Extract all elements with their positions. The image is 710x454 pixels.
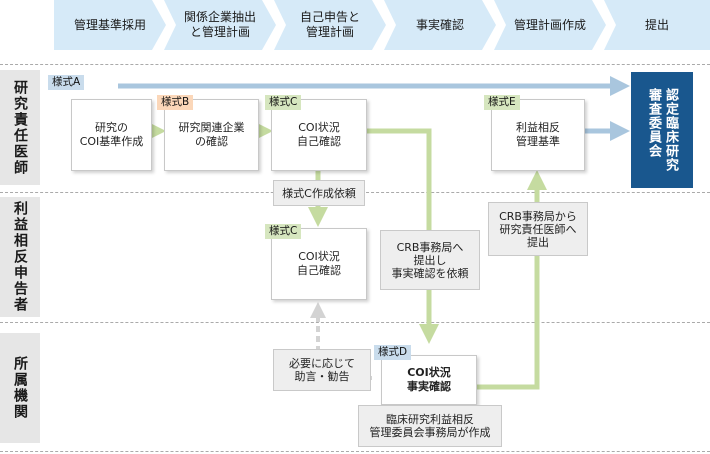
lane-institution-label: 所属機関 — [12, 356, 28, 420]
review-committee-box: 認定臨床研究 審査委員会 — [631, 72, 693, 188]
form-d-tag: 様式D — [374, 345, 412, 360]
coi-standard-text: 研究の COI基準作成 — [79, 121, 144, 148]
lane-researcher-label: 研究責任医師 — [12, 79, 28, 176]
crb-submit-text: CRB事務局へ 提出し 事実確認を依頼 — [391, 240, 469, 280]
step-5-label: 管理計画作成 — [513, 17, 586, 32]
step-3: 自己申告と 管理計画 — [274, 0, 386, 50]
step-4: 事実確認 — [384, 0, 496, 50]
coi-standard-box: 研究の COI基準作成 — [71, 99, 152, 171]
crb-submit-note: CRB事務局へ 提出し 事実確認を依頼 — [380, 230, 480, 290]
process-steps: 管理基準採用 関係企業抽出 と管理計画 自己申告と 管理計画 事実確認 管理計画… — [54, 0, 710, 50]
made-by-text: 臨床研究利益相反 管理委員会事務局が作成 — [369, 413, 491, 439]
form-c-tag-declarant: 様式C — [265, 224, 302, 239]
form-b-tag: 様式B — [157, 95, 194, 110]
review-committee-label: 認定臨床研究 審査委員会 — [646, 88, 678, 172]
crb-return-note: CRB事務局から 研究責任医師へ 提出 — [488, 202, 588, 256]
step-3-label: 自己申告と 管理計画 — [299, 10, 360, 39]
self-check-box-declarant: COI状況 自己確認 — [271, 228, 367, 300]
step-1: 管理基準採用 — [54, 0, 166, 50]
form-c-request-note: 様式C作成依頼 — [273, 180, 365, 206]
lane-declarant-label: 利益相反申告者 — [12, 201, 28, 313]
step-6-label: 提出 — [644, 17, 669, 32]
fact-check-box: COI状況 事実確認 — [381, 355, 477, 405]
lane-researcher: 研究責任医師 — [0, 70, 40, 185]
management-standard-box: 利益相反 管理基準 — [491, 99, 585, 171]
company-check-text: 研究関連企業 の確認 — [178, 121, 245, 148]
step-4-label: 事実確認 — [415, 17, 464, 32]
lane-divider — [0, 64, 710, 65]
advice-text: 必要に応じて 助言・勧告 — [289, 357, 355, 383]
lane-declarant: 利益相反申告者 — [0, 197, 40, 317]
made-by-note: 臨床研究利益相反 管理委員会事務局が作成 — [358, 405, 502, 447]
fact-check-text: COI状況 事実確認 — [407, 366, 451, 393]
self-check-declarant-text: COI状況 自己確認 — [297, 250, 341, 277]
advice-note: 必要に応じて 助言・勧告 — [273, 349, 371, 391]
management-standard-text: 利益相反 管理基準 — [516, 121, 560, 148]
lane-divider — [0, 451, 710, 452]
self-check-text: COI状況 自己確認 — [297, 121, 341, 148]
step-2-label: 関係企業抽出 と管理計画 — [183, 10, 256, 39]
form-e-tag: 様式E — [484, 95, 520, 110]
step-1-label: 管理基準採用 — [73, 17, 146, 32]
step-6: 提出 — [604, 0, 710, 50]
crb-return-text: CRB事務局から 研究責任医師へ 提出 — [499, 209, 577, 249]
company-check-box: 研究関連企業 の確認 — [164, 99, 259, 171]
step-2: 関係企業抽出 と管理計画 — [164, 0, 276, 50]
lane-institution: 所属機関 — [0, 333, 40, 443]
self-check-box: COI状況 自己確認 — [271, 99, 367, 171]
form-c-tag: 様式C — [265, 95, 302, 110]
step-5: 管理計画作成 — [494, 0, 606, 50]
form-a-tag: 様式A — [48, 75, 85, 90]
lane-divider — [0, 322, 710, 323]
form-c-request-text: 様式C作成依頼 — [282, 186, 356, 200]
